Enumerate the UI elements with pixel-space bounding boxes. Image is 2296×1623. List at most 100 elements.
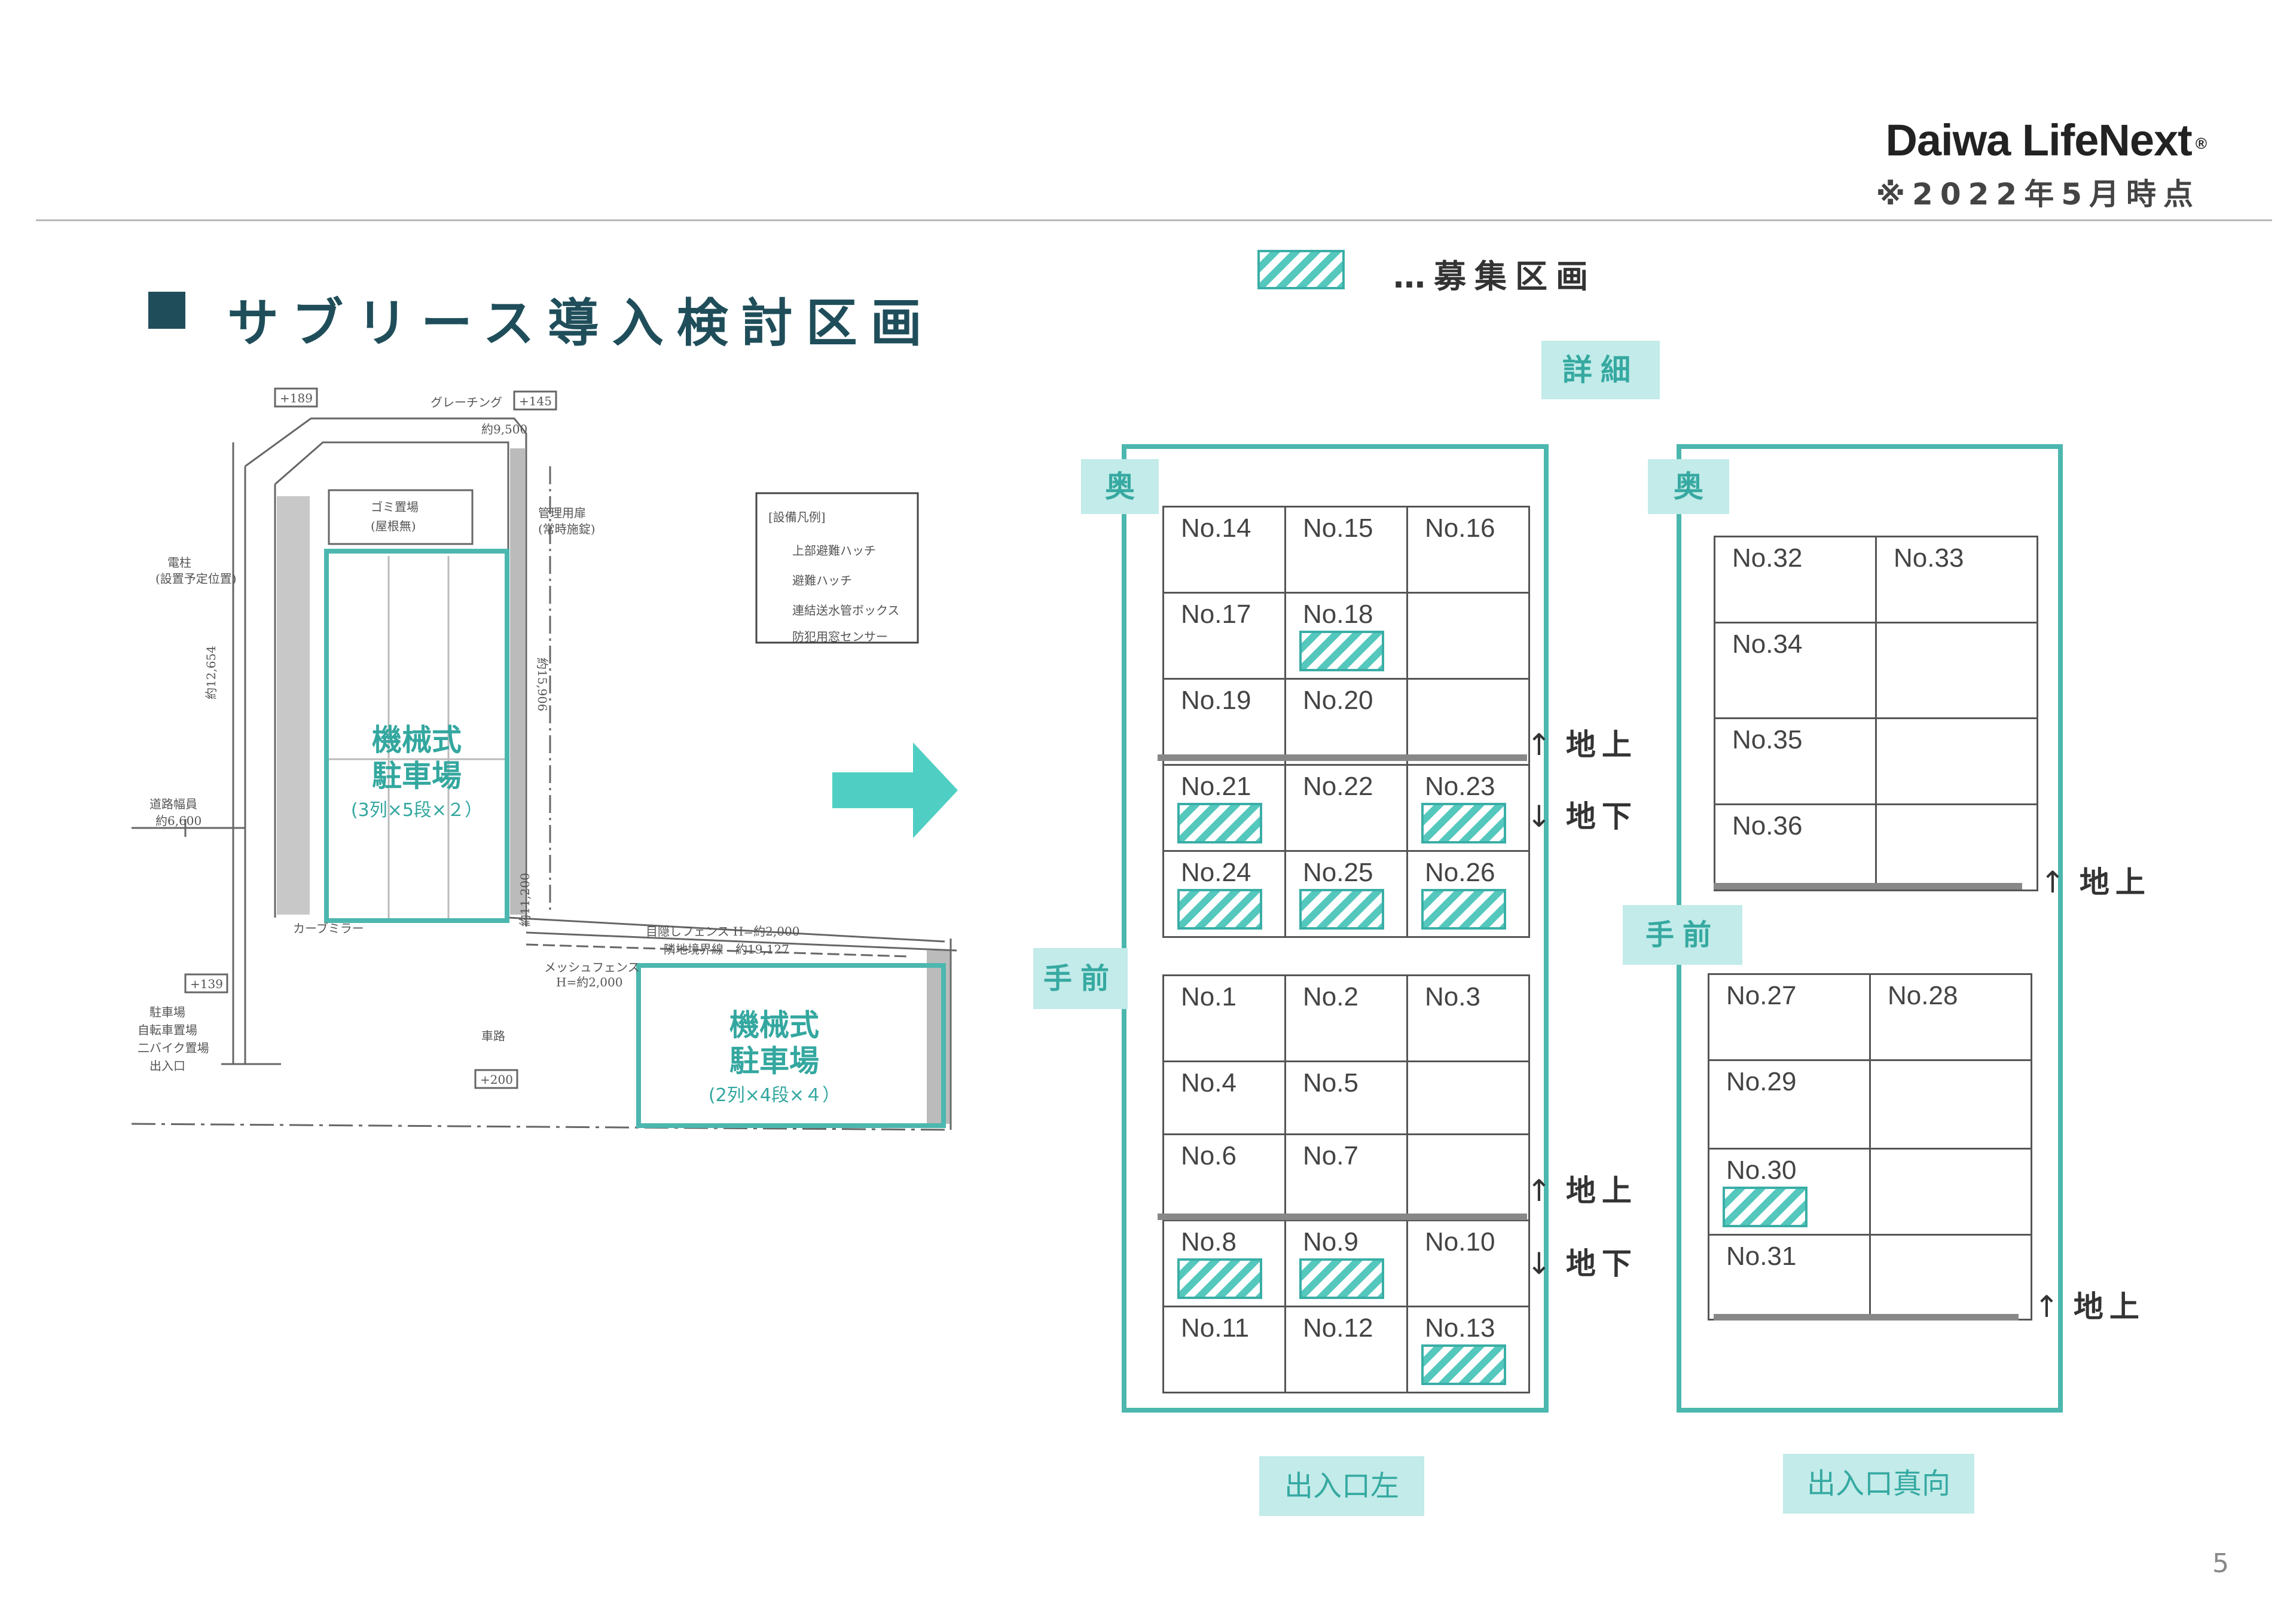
parking-space-number: No.11 [1181, 1313, 1250, 1343]
parking-space: No.26 [1408, 852, 1530, 938]
parking-space-number: No.24 [1181, 858, 1251, 887]
up-arrow-icon: ↑ [1526, 728, 1558, 762]
parking-space-number: No.28 [1888, 981, 1958, 1010]
parking-space: No.14 [1164, 508, 1286, 594]
parking-space-number: No.31 [1726, 1242, 1797, 1271]
parking-space-number: No.17 [1181, 600, 1251, 629]
below-ground-label: 地下 [1565, 799, 1638, 834]
parking-space: No.22 [1286, 766, 1408, 852]
parking-space: No.8 [1164, 1221, 1286, 1307]
zone-a-title-1: 機械式 [372, 723, 462, 757]
note-entrance-2: 自転車置場 [138, 1023, 197, 1037]
zone-b-title-2: 駐車場 [729, 1044, 819, 1078]
note-densha-1: 電柱 [167, 555, 191, 570]
note-car-road: 車路 [481, 1029, 505, 1043]
floor-line [1158, 1214, 1527, 1220]
parking-space [1408, 1062, 1530, 1135]
parking-space-number: No.1 [1181, 982, 1236, 1011]
parking-space [1877, 805, 2038, 891]
parking-space-number: No.4 [1181, 1068, 1236, 1098]
parking-space-number: No.16 [1425, 514, 1495, 543]
above-ground-marker: ↑地上 [2034, 1283, 2145, 1326]
parking-space: No.32 [1715, 537, 1877, 623]
zone-b-sub: (2列×4段×４） [709, 1085, 840, 1106]
note-densha-2: (設置予定位置) [155, 571, 237, 586]
detail-label: 詳細 [1541, 341, 1660, 399]
parking-space: No.9 [1286, 1221, 1408, 1307]
legend-item-4: 防犯用窓センサー [792, 629, 888, 644]
parking-space-number: No.32 [1732, 543, 1803, 573]
recruit-hatch-marker [1177, 889, 1262, 930]
company-logo: Daiwa LifeNext® [1860, 115, 2207, 166]
down-arrow-icon: ↓ [1526, 799, 1558, 834]
note-entrance-3: 二バイク置場 [138, 1041, 209, 1055]
above-ground-label: 地上 [1565, 728, 1638, 762]
parking-space-number: No.27 [1726, 981, 1797, 1010]
parking-space: No.28 [1871, 975, 2032, 1061]
zone-a-title-2: 駐車場 [372, 759, 462, 793]
recruit-hatch-marker [1177, 803, 1262, 843]
registered-mark: ® [2195, 134, 2207, 152]
note-kanri-2: (常時施錠) [538, 522, 596, 536]
note-kanri-1: 管理用扉 [538, 506, 586, 520]
parking-space-number: No.5 [1303, 1068, 1358, 1098]
note-boundary: 隣地境界線 約19,127 [664, 942, 789, 956]
recruit-hatch-marker [1421, 1344, 1506, 1385]
parking-space-number: No.20 [1303, 686, 1373, 715]
up-arrow-icon: ↑ [1526, 1173, 1558, 1208]
recruit-hatch-marker [1177, 1258, 1262, 1299]
legend-hatch-swatch [1257, 250, 1345, 289]
above-ground-label: 地上 [2073, 1289, 2145, 1324]
parking-space-number: No.30 [1726, 1156, 1797, 1185]
parking-space-number: No.19 [1181, 686, 1251, 715]
elev-4: +200 [480, 1072, 513, 1087]
dim-2: 約12,654 [204, 646, 218, 699]
above-ground-marker: ↑地上 [2040, 858, 2151, 901]
parking-space: No.15 [1286, 508, 1408, 594]
parking-space-number: No.14 [1181, 514, 1251, 543]
parking-space-number: No.22 [1303, 772, 1373, 801]
above-ground-marker: ↑地上 [1526, 1167, 1638, 1210]
parking-space [1877, 719, 2038, 805]
parking-space-number: No.21 [1181, 772, 1251, 801]
parking-space [1408, 1135, 1530, 1221]
title-bullet-icon [148, 292, 185, 329]
note-road-width-val: 約6,600 [155, 814, 201, 828]
parking-space-number: No.8 [1181, 1227, 1236, 1257]
parking-space-number: No.23 [1425, 772, 1495, 801]
parking-space: No.5 [1286, 1062, 1408, 1135]
parking-space: No.13 [1408, 1307, 1530, 1393]
parking-space: No.29 [1709, 1061, 1871, 1150]
note-entrance-1: 駐車場 [149, 1005, 185, 1019]
parking-space: No.24 [1164, 852, 1286, 938]
parking-space [1871, 1150, 2032, 1236]
note-gomi-1: ゴミ置場 [371, 500, 419, 514]
back-label-left: 奥 [1081, 459, 1159, 514]
recruit-hatch-marker [1723, 1187, 1808, 1227]
up-arrow-icon: ↑ [2040, 865, 2071, 900]
above-ground-marker: ↑地上 [1526, 721, 1638, 764]
parking-space [1871, 1061, 2032, 1150]
parking-space: No.11 [1164, 1307, 1286, 1393]
parking-space: No.10 [1408, 1221, 1530, 1307]
dim-4: 約11,200 [518, 873, 532, 927]
parking-space [1871, 1236, 2032, 1321]
note-grating: グレーチング [430, 395, 502, 409]
parking-space: No.18 [1286, 594, 1408, 680]
parking-space-number: No.26 [1425, 858, 1495, 887]
floor-line [1158, 754, 1527, 761]
parking-space-number: No.10 [1425, 1227, 1495, 1257]
parking-space: No.2 [1286, 976, 1408, 1062]
parking-space-number: No.9 [1303, 1227, 1358, 1257]
parking-space: No.20 [1286, 680, 1408, 766]
front-label-left: 手前 [1033, 948, 1128, 1009]
page-title: サブリース導入検討区画 [227, 294, 935, 353]
elev-1: +189 [280, 391, 313, 405]
dim-1: 約9,500 [481, 422, 527, 436]
note-mesh-fence: メッシュフェンス [544, 960, 640, 974]
parking-space-number: No.18 [1303, 600, 1373, 629]
parking-space-number: No.36 [1732, 811, 1803, 840]
